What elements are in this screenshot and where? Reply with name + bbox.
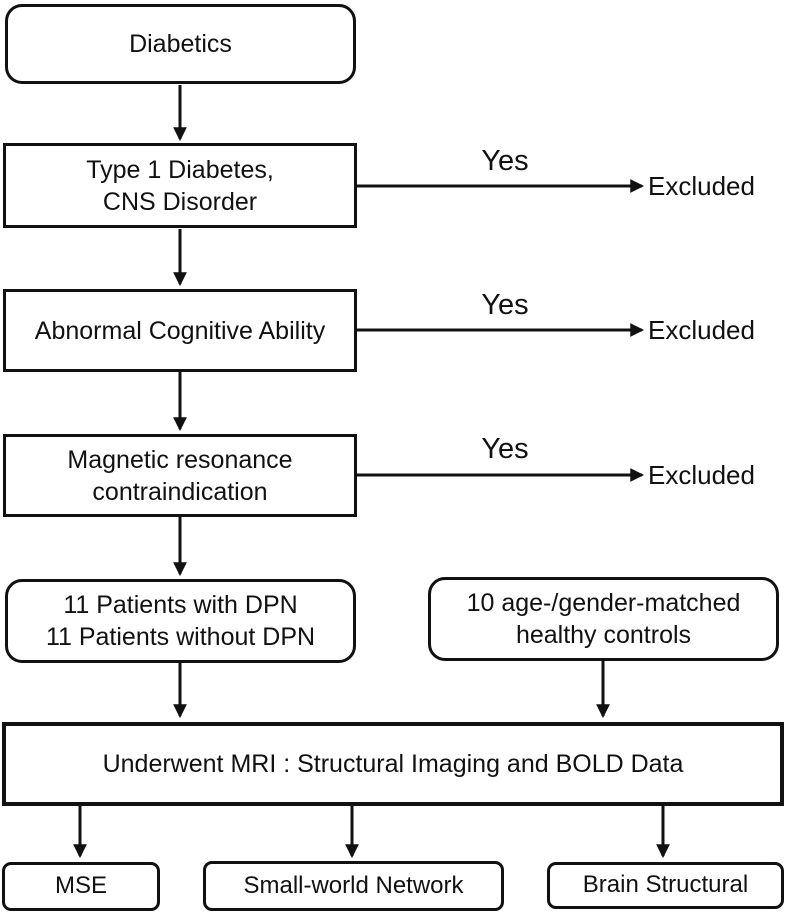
node-small-world-network: Small-world Network (203, 861, 504, 911)
node-healthy-controls: 10 age-/gender-matched healthy controls (428, 577, 779, 661)
edge-label-excluded-2: Excluded (648, 315, 755, 345)
edge-label-excluded-3: Excluded (648, 460, 755, 490)
edge-label-yes-3: Yes (481, 433, 529, 465)
node-abnormal-cognitive-ability: Abnormal Cognitive Ability (3, 289, 357, 372)
node-brain-structural: Brain Structural (547, 862, 784, 909)
edge-label-yes-1: Yes (481, 145, 529, 177)
node-magnetic-resonance-contraindication: Magnetic resonance contraindication (3, 434, 357, 517)
node-type1-cns-disorder: Type 1 Diabetes, CNS Disorder (3, 143, 357, 228)
node-diabetics: Diabetics (5, 4, 356, 84)
edge-label-excluded-1: Excluded (648, 171, 755, 201)
node-mse: MSE (2, 862, 160, 911)
node-patients-dpn: 11 Patients with DPN 11 Patients without… (5, 579, 356, 663)
node-underwent-mri: Underwent MRI : Structural Imaging and B… (2, 722, 784, 806)
edge-label-yes-2: Yes (481, 289, 529, 321)
